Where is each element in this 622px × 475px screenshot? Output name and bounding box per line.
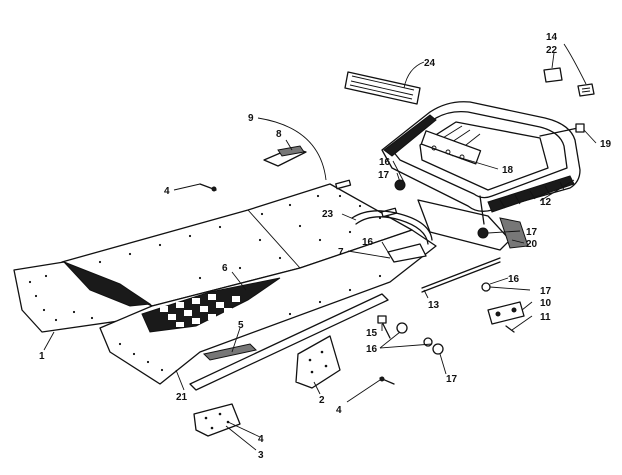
callout-5: 5 [238,320,244,331]
callout-4: 4 [336,405,342,416]
callout-1: 1 [39,351,45,362]
callout-15: 15 [366,328,378,339]
callout-17: 17 [378,170,390,181]
callout-14: 14 [546,32,558,43]
part-small-decals [543,67,595,97]
callout-17: 17 [446,374,458,385]
callout-4: 4 [164,186,170,197]
part-flap-8 [263,145,307,167]
callout-2: 2 [319,395,325,406]
callout-4: 4 [258,434,264,445]
callout-19: 19 [600,139,612,150]
fasteners [199,179,515,385]
callout-22: 22 [546,45,558,56]
callout-16: 16 [508,274,520,285]
callout-9: 9 [248,113,254,124]
part-rod-13 [421,257,501,293]
callout-7: 7 [338,247,344,258]
part-plate-10 [487,301,525,325]
callout-17: 17 [540,286,552,297]
part-strap-bracket [351,210,433,263]
callout-24: 24 [424,58,436,69]
leader-lines [43,43,597,451]
callout-23: 23 [322,209,334,220]
callout-10: 10 [540,298,552,309]
callout-16: 16 [362,237,374,248]
callout-17: 17 [526,227,538,238]
callout-21: 21 [176,392,188,403]
part-bolt-19 [539,123,585,137]
callout-16: 16 [366,344,378,355]
callout-13: 13 [428,300,440,311]
part-seat-tray [381,101,581,251]
callout-11: 11 [540,312,551,323]
callout-12: 12 [540,197,552,208]
part-side-panel [99,229,437,391]
part-decal-strip [344,71,421,105]
callout-18: 18 [502,165,514,176]
callout-labels: 1 2 3 4 4 4 5 6 7 8 9 10 11 12 13 14 15 … [39,32,612,461]
part-left-skirt [13,261,153,333]
part-bracket-2 [295,335,341,389]
callout-8: 8 [276,129,282,140]
callout-6: 6 [222,263,228,274]
callout-20: 20 [526,239,538,250]
callout-3: 3 [258,450,264,461]
callout-16: 16 [379,157,391,168]
